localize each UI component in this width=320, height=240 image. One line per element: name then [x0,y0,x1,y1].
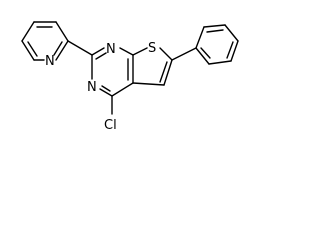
pyridine-ring [21,21,69,61]
bond-n3-c7a [119,47,134,56]
bond-s-c6 [159,47,173,61]
bond-ph-6-1 [195,47,210,65]
bond-c2-n3-inner [95,52,107,60]
atom-label-cl: Cl [104,118,117,133]
molecule-structure-canvas: N N N S Cl [0,0,262,142]
bond-ph-2-3-inner [206,29,224,33]
bond-py-c2-c3 [55,21,69,42]
phenyl-ring [195,24,239,65]
bond-c5-c4a [132,82,165,86]
bond-ph-2-3 [203,24,226,28]
atom-label-n-pyridine: N [45,54,55,69]
bond-c4-n1-inner [101,85,111,92]
bond-ph-3-4 [224,24,239,42]
bond-c7a-s [132,47,148,56]
atom-label-n-pyrimidine-bottom: N [87,80,97,95]
bond-py-n-c2 [55,40,69,61]
bond-c4-n1 [99,88,113,97]
bond-ph-1-2 [195,26,205,49]
bond-c6-c5-inner [159,61,168,83]
pyrimidine-ring [91,47,134,97]
bond-py-c5-c6-inner [27,41,38,57]
thiophene-ring [132,47,173,86]
bond-ph-4-5-inner [226,41,234,59]
bond-ph-4-5 [230,40,239,62]
bond-ph-5-6 [208,60,232,65]
bond-c2-n3 [91,47,105,56]
bond-py-c5-c6 [21,40,35,61]
atom-label-s-thiophene: S [148,41,156,56]
bond-pyridine-pyrimidine [67,40,93,56]
bond-thiophene-phenyl [171,47,197,61]
bond-c6-c5 [163,59,173,86]
bond-py-c4-c5 [21,21,35,42]
atom-label-n-pyrimidine-top: N [106,42,116,57]
bond-ph-6-1-inner [200,47,211,59]
bond-c4a-c4 [111,82,134,97]
chemical-structure-diagram: N N N S Cl [21,21,239,133]
bond-py-n-c2-inner [53,41,63,56]
